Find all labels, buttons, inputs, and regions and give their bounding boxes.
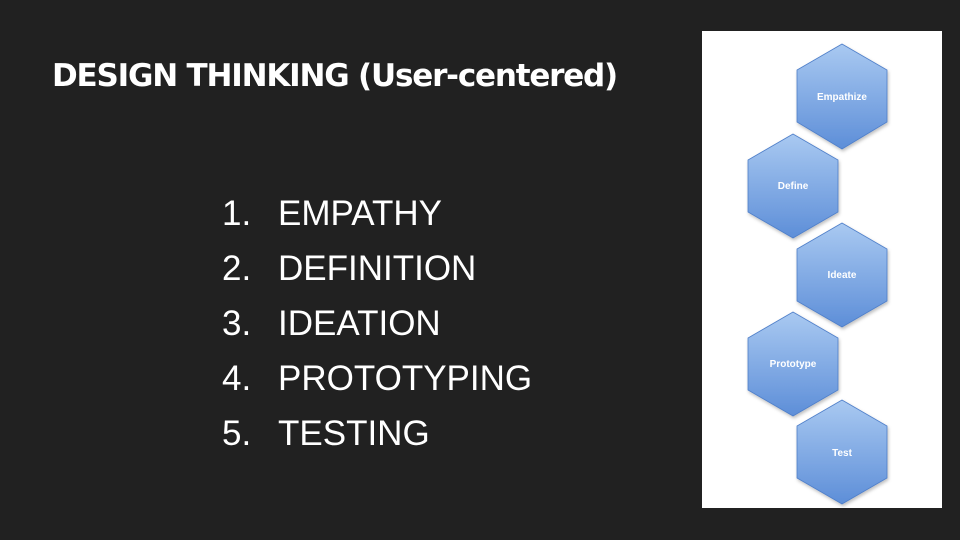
hexagon-prototype: Prototype: [747, 311, 839, 417]
hexagon-shape: [796, 222, 888, 328]
hexagon-label: Define: [778, 181, 809, 192]
hexagon-diagram: Empathize Define Ideate Prototype Test: [747, 43, 888, 505]
hexagon-label: Ideate: [828, 270, 857, 281]
step-label: TESTING: [278, 414, 430, 453]
step-list: 1. EMPATHY 2. DEFINITION 3. IDEATION 4. …: [222, 186, 532, 461]
list-item: 2. DEFINITION: [222, 241, 532, 296]
step-label: DEFINITION: [278, 249, 477, 288]
hexagon-empathize: Empathize: [796, 43, 888, 150]
step-number: 4.: [222, 359, 252, 398]
list-item: 5. TESTING: [222, 406, 532, 461]
hexagon-label: Test: [832, 448, 852, 459]
step-number: 2.: [222, 249, 252, 288]
step-number: 5.: [222, 414, 252, 453]
hexagon-test: Test: [796, 399, 888, 505]
hexagon-shape: [796, 43, 888, 150]
step-number: 1.: [222, 194, 252, 233]
step-label: IDEATION: [278, 304, 441, 343]
list-item: 4. PROTOTYPING: [222, 351, 532, 406]
list-item: 3. IDEATION: [222, 296, 532, 351]
hexagon-label: Prototype: [770, 359, 817, 370]
design-thinking-diagram: Empathize Define Ideate Prototype Test: [702, 31, 942, 508]
step-number: 3.: [222, 304, 252, 343]
hexagon-define: Define: [747, 133, 839, 239]
step-label: EMPATHY: [278, 194, 442, 233]
hexagon-shape: [796, 399, 888, 505]
hexagon-ideate: Ideate: [796, 222, 888, 328]
slide-title: DESIGN THINKING (User-centered): [52, 58, 618, 94]
hexagon-shape: [747, 133, 839, 239]
list-item: 1. EMPATHY: [222, 186, 532, 241]
step-label: PROTOTYPING: [278, 359, 533, 398]
hexagon-label: Empathize: [817, 92, 867, 103]
hexagon-shape: [747, 311, 839, 417]
